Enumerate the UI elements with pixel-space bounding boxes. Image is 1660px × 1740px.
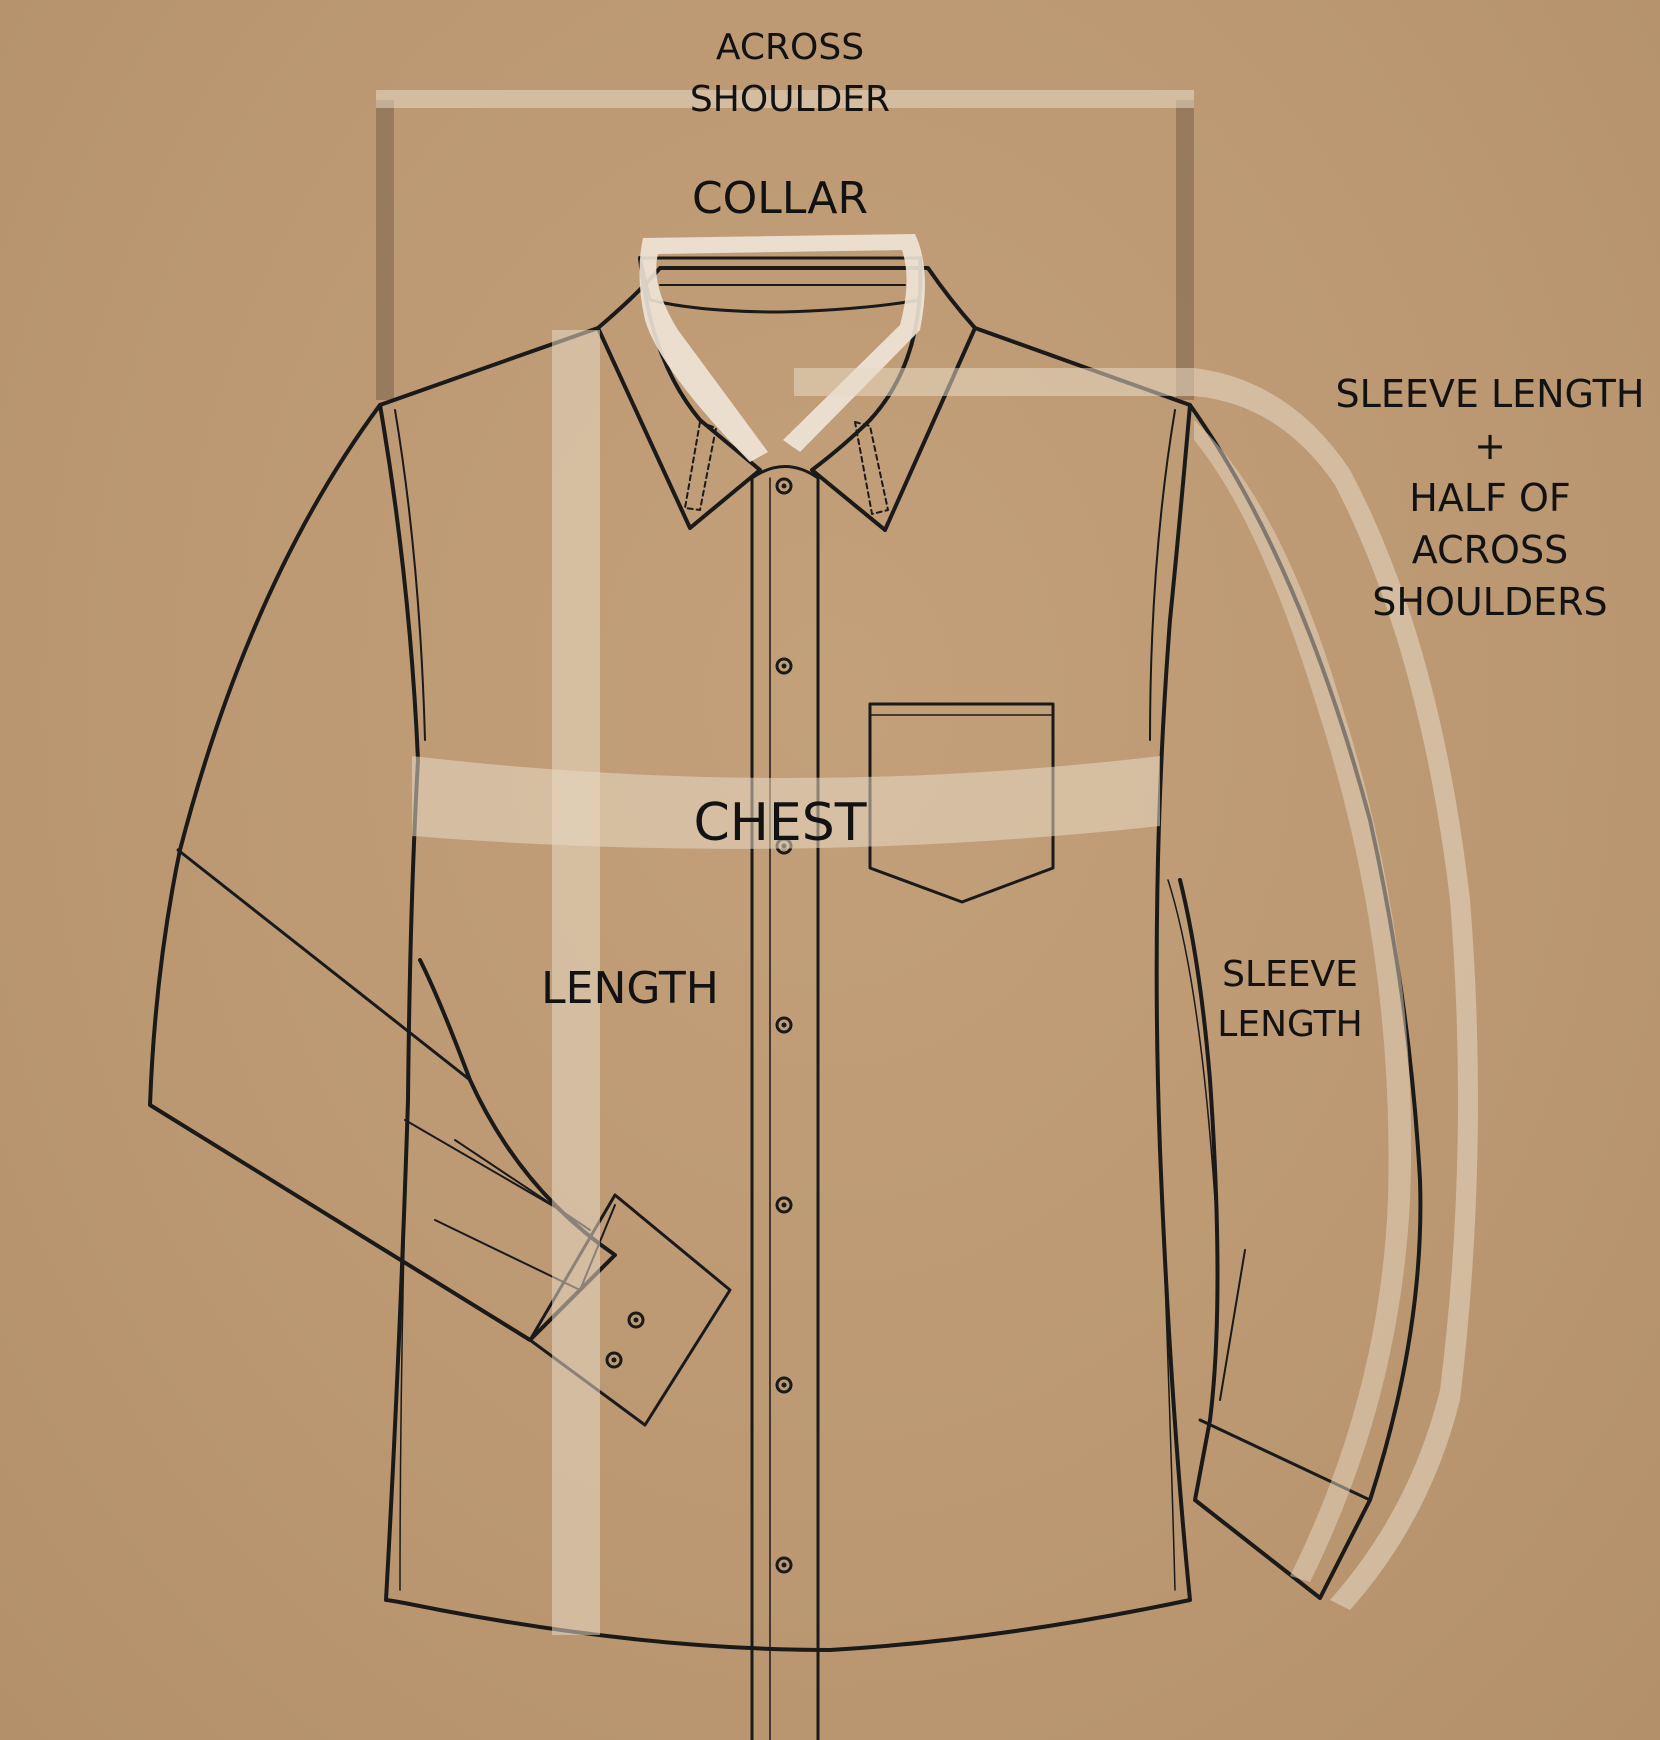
collar-left-point: [598, 258, 760, 528]
half-shoulder-band: [794, 368, 1194, 396]
across-shoulder-label-line-1: ACROSS: [640, 22, 940, 74]
button-icon: [777, 1558, 791, 1572]
button-icon: [777, 1018, 791, 1032]
sleeve-length-label-line-1: SLEEVE: [1180, 950, 1400, 1000]
cuff-button-icon: [629, 1313, 643, 1327]
collar-label: COLLAR: [630, 170, 930, 227]
button-icon: [777, 479, 791, 493]
button-icon: [777, 1378, 791, 1392]
sleeve-plus-half-line-1: SLEEVE LENGTH: [1320, 368, 1660, 420]
sleeve-plus-half-line-3: HALF OF: [1320, 472, 1660, 524]
sleeve-plus-half-shoulder-label: SLEEVE LENGTH + HALF OF ACROSS SHOULDERS: [1320, 368, 1660, 628]
sleeve-length-label: SLEEVE LENGTH: [1180, 950, 1400, 1050]
across-shoulder-label: ACROSS SHOULDER: [640, 22, 940, 126]
button-icon: [777, 1198, 791, 1212]
measurement-bands: [412, 234, 1478, 1635]
button-icon: [777, 659, 791, 673]
sleeve-plus-half-line-2: +: [1320, 420, 1660, 472]
sleeve-length-label-line-2: LENGTH: [1180, 1000, 1400, 1050]
across-shoulder-label-line-2: SHOULDER: [640, 74, 940, 126]
cuff-button-icon: [607, 1353, 621, 1367]
sleeve-plus-half-line-5: SHOULDERS: [1320, 576, 1660, 628]
length-label: LENGTH: [520, 960, 740, 1017]
sleeve-plus-half-line-4: ACROSS: [1320, 524, 1660, 576]
placket-buttons: [607, 479, 791, 1572]
chest-label: CHEST: [630, 790, 930, 858]
shirt-body: [380, 268, 1190, 1650]
